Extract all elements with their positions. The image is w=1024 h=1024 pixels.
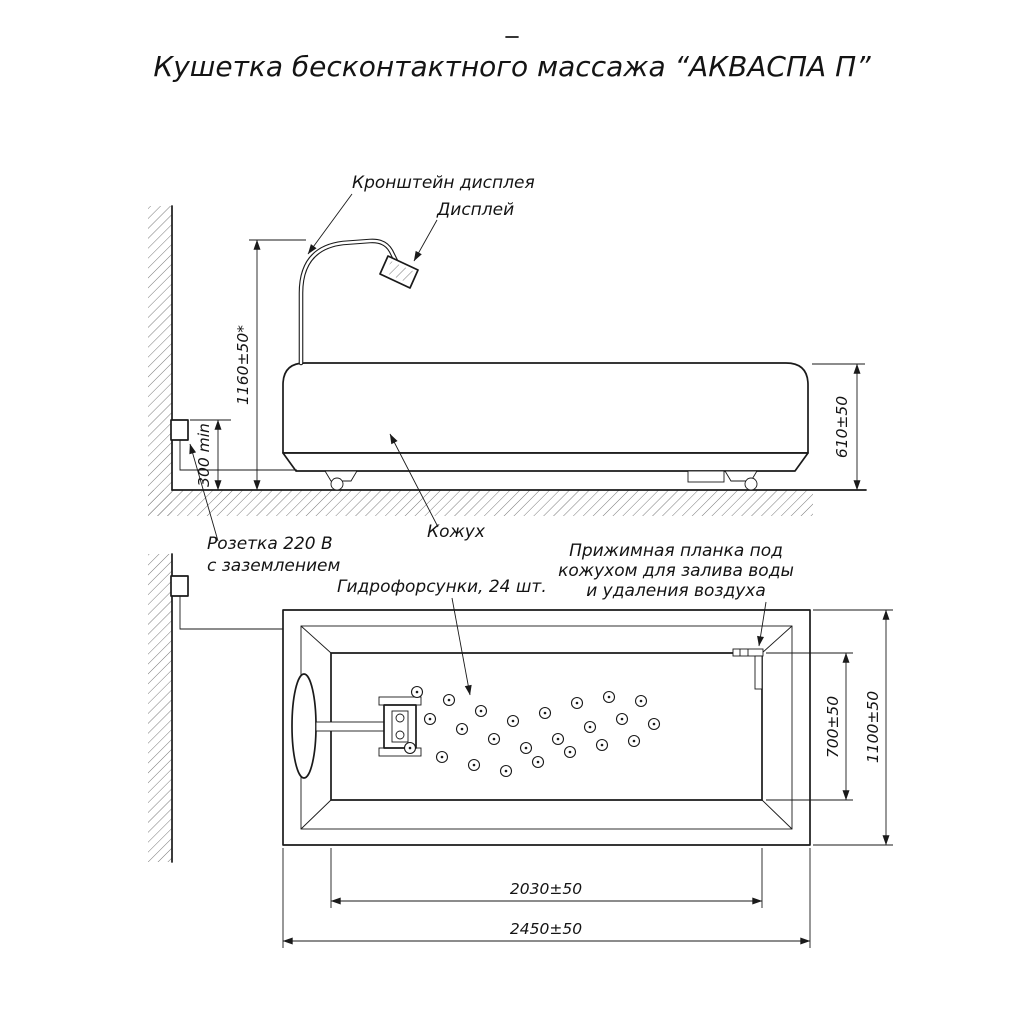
clamp-leader xyxy=(757,601,767,647)
wall-upper xyxy=(148,205,173,516)
display-bracket-leader xyxy=(307,193,353,255)
dimension-text: 700±50 xyxy=(824,696,842,758)
dimension-text: 300 min xyxy=(195,423,213,487)
wall-lower xyxy=(148,553,173,863)
dimension-inner-length: 2030±50 xyxy=(330,848,763,908)
socket-label-line1: Розетка 220 В xyxy=(207,534,333,554)
socket-label-line2: с заземлением xyxy=(207,556,340,576)
clamp-vertical xyxy=(754,655,763,690)
power-socket-side xyxy=(170,419,297,471)
pump-body xyxy=(383,704,417,749)
bevel-top-left xyxy=(300,625,332,654)
hydro-nozzle-center xyxy=(440,755,444,759)
dimension-display-height: 1160±50* xyxy=(234,239,306,491)
hydro-nozzle-center xyxy=(568,750,572,754)
side-view: Кронштейн дисплея Дисплей Кожух Розетка … xyxy=(148,173,867,576)
top-annotations: Гидрофорсунки, 24 шт. Прижимная планка п… xyxy=(337,541,794,696)
couch-base xyxy=(282,452,809,472)
arm-tube-fill xyxy=(299,239,398,365)
left-caster-wheel xyxy=(330,477,344,491)
hydro-nozzle-center xyxy=(472,763,476,767)
socket-box xyxy=(170,419,189,441)
dimension-inner-width: 700±50 xyxy=(766,652,853,801)
hydro-nozzle-center xyxy=(415,690,419,694)
hydro-nozzle-center xyxy=(543,711,547,715)
bevel-bottom-left xyxy=(300,799,332,830)
hydro-nozzle-center xyxy=(556,737,560,741)
hydro-nozzle-center xyxy=(447,698,451,702)
display-label: Дисплей xyxy=(436,200,514,220)
hydro-nozzle-center xyxy=(588,725,592,729)
hydro-nozzle-center xyxy=(652,722,656,726)
pump-inner xyxy=(391,710,409,743)
nozzles-label: Гидрофорсунки, 24 шт. xyxy=(337,577,547,597)
pump-bolt-top xyxy=(395,713,405,723)
floor-hatch xyxy=(148,490,813,516)
page-title: Кушетка бесконтактного массажа “АКВАСПА … xyxy=(153,50,871,83)
clamp-strip xyxy=(732,648,764,690)
power-cord xyxy=(179,596,283,630)
hydro-nozzle-center xyxy=(504,769,508,773)
hydro-nozzle-center xyxy=(524,746,528,750)
dimension-text: 1100±50 xyxy=(864,691,882,763)
nozzles-leader xyxy=(451,597,472,696)
right-caster-wheel xyxy=(744,477,758,491)
hydro-nozzle-center xyxy=(408,746,412,750)
bevel-bottom-right xyxy=(761,799,793,830)
dimension-text: 610±50 xyxy=(833,396,851,458)
pump-bolt-bottom xyxy=(395,730,405,740)
dimension-socket-height: 300 min xyxy=(190,419,231,491)
dimension-text: 2450±50 xyxy=(510,920,582,938)
top-view: Гидрофорсунки, 24 шт. Прижимная планка п… xyxy=(148,541,893,948)
hydro-nozzle-center xyxy=(479,709,483,713)
hydro-nozzle-center xyxy=(536,760,540,764)
cover-leader xyxy=(389,433,439,528)
hydro-nozzle-center xyxy=(511,719,515,723)
hydro-nozzle-center xyxy=(492,737,496,741)
dimension-outer-length: 2450±50 xyxy=(282,848,811,948)
hydro-nozzle-center xyxy=(632,739,636,743)
right-leg-bracket xyxy=(687,470,725,483)
socket-leader xyxy=(189,443,219,542)
couch-body xyxy=(282,362,809,454)
wall-hatch xyxy=(148,206,172,516)
display-bracket-label: Кронштейн дисплея xyxy=(352,173,535,193)
arm-tube-outline xyxy=(298,238,399,366)
connecting-rod xyxy=(315,721,387,732)
internal-components xyxy=(291,673,422,779)
hydro-nozzle-center xyxy=(460,727,464,731)
cover-label: Кожух xyxy=(427,522,486,542)
hydro-nozzle-center xyxy=(600,743,604,747)
clamp-label-line2: кожухом для залива воды xyxy=(558,561,794,581)
dimension-text: 1160±50* xyxy=(234,325,252,405)
display-leader xyxy=(413,219,438,262)
left-leg xyxy=(324,470,358,482)
display-screen xyxy=(386,261,413,283)
hydro-nozzle-center xyxy=(575,701,579,705)
dimension-text: 2030±50 xyxy=(510,880,582,898)
hydro-nozzles-group xyxy=(403,685,661,778)
side-annotations: Кронштейн дисплея Дисплей Кожух Розетка … xyxy=(189,173,535,576)
hydro-nozzle-center xyxy=(607,695,611,699)
socket-box xyxy=(170,575,189,597)
display-arm xyxy=(298,238,419,366)
bevel-top-right xyxy=(761,625,793,654)
floor xyxy=(148,489,867,516)
dimension-couch-height: 610±50 xyxy=(812,363,865,491)
wall-hatch xyxy=(148,554,172,862)
hydro-nozzle-center xyxy=(639,699,643,703)
hydro-nozzle-center xyxy=(428,717,432,721)
headrest-ellipse xyxy=(291,673,317,779)
clamp-label-line1: Прижимная планка под xyxy=(569,541,783,561)
power-socket-top xyxy=(170,575,283,630)
hydro-nozzle-center xyxy=(620,717,624,721)
pump-flange-top xyxy=(378,696,422,706)
dimension-outer-width: 1100±50 xyxy=(813,609,893,846)
clamp-label-line3: и удаления воздуха xyxy=(586,581,766,601)
couch-side xyxy=(282,362,809,491)
